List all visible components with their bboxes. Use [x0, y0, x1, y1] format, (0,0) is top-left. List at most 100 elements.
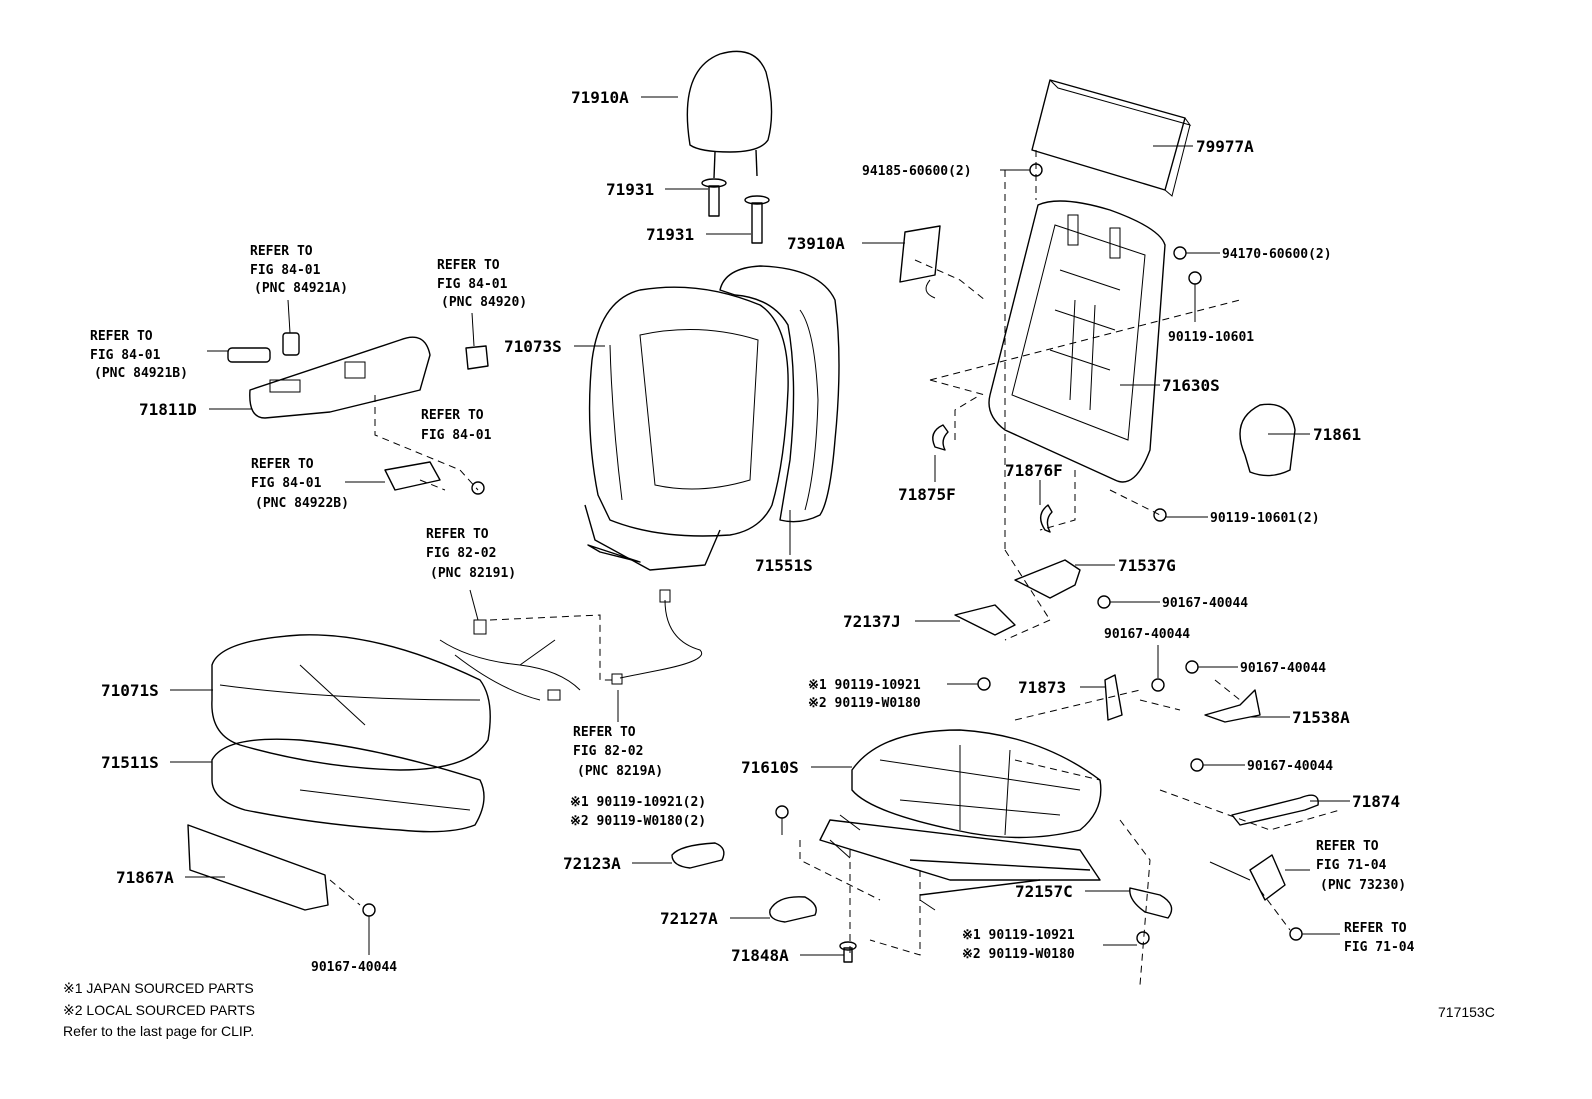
label-71511S: 71511S: [101, 753, 159, 772]
lever-71874-drawing: [1231, 794, 1319, 826]
refer-73230: REFER TO FIG 71-04 (PNC 73230): [1316, 839, 1406, 893]
label-71537G: 71537G: [1118, 556, 1176, 575]
refer-pnc: (PNC 84920): [441, 295, 527, 310]
part-labels: 71910A 71931 71931 79977A 94185-60600(2)…: [101, 88, 1400, 975]
refer-fig: FIG 84-01: [250, 263, 321, 278]
assembly-dashed-lines: [329, 150, 1341, 986]
bracket-71873-drawing: [1104, 674, 1123, 721]
label-marked-2c: ※2 90119-W0180: [962, 947, 1075, 962]
refer-text: REFER TO: [1316, 839, 1379, 854]
label-90167-40044-c: 90167-40044: [1240, 661, 1326, 676]
footnote-japan: ※1 JAPAN SOURCED PARTS: [63, 980, 254, 996]
label-72157C: 72157C: [1015, 882, 1073, 901]
refer-text: REFER TO: [1344, 921, 1407, 936]
bracket-72137J-drawing: [954, 604, 1016, 636]
leader-lines: [170, 96, 1350, 956]
refer-pnc: (PNC 84921A): [254, 281, 348, 296]
refer-84922B: REFER TO FIG 84-01 (PNC 84922B): [251, 457, 349, 511]
refer-pnc: (PNC 82191): [430, 566, 516, 581]
refer-fig: FIG 82-02: [573, 744, 643, 759]
seat-track-drawing: [819, 814, 1101, 911]
footnote-local: ※2 LOCAL SOURCED PARTS: [63, 1002, 255, 1018]
wire-harness-8219A-drawing: [611, 589, 703, 685]
label-71861: 71861: [1313, 425, 1361, 444]
seatback-pad-drawing: [719, 265, 840, 523]
refer-8219A: REFER TO FIG 82-02 (PNC 8219A): [573, 725, 663, 779]
label-71538A: 71538A: [1292, 708, 1350, 727]
label-94170-60600: 94170-60600(2): [1222, 247, 1332, 262]
label-79977A: 79977A: [1196, 137, 1254, 156]
refer-text: REFER TO: [250, 244, 313, 259]
label-71867A: 71867A: [116, 868, 174, 887]
recliner-cover-drawing: [1239, 403, 1296, 477]
refer-pnc: (PNC 84922B): [255, 496, 349, 511]
label-71073S: 71073S: [504, 337, 562, 356]
refer-text: REFER TO: [90, 329, 153, 344]
refer-84921A: REFER TO FIG 84-01 (PNC 84921A): [250, 244, 348, 296]
label-90167-40044-b: 90167-40044: [1104, 627, 1190, 642]
label-marked-2a: ※2 90119-W0180: [808, 696, 921, 711]
refer-fig: FIG 71-04: [1344, 940, 1415, 955]
label-71873: 71873: [1018, 678, 1066, 697]
cover-72127A-drawing: [769, 896, 817, 923]
pin-71848A-drawing: [839, 941, 857, 963]
label-71910A: 71910A: [571, 88, 629, 107]
switch-small-drawing: [282, 332, 300, 356]
label-90119-10601-2: 90119-10601(2): [1210, 511, 1320, 526]
headrest-guide-drawing: [701, 178, 770, 244]
side-airbag-drawing: [899, 225, 941, 299]
label-73910A: 73910A: [787, 234, 845, 253]
headrest-drawing: [686, 50, 773, 179]
switch-knob-drawing: [227, 347, 271, 363]
footnotes: ※1 JAPAN SOURCED PARTS ※2 LOCAL SOURCED …: [63, 980, 255, 1039]
refer-fig: FIG 84-01: [90, 348, 161, 363]
wire-harness-82191-drawing: [439, 619, 581, 701]
seatback-board-drawing: [1031, 79, 1192, 197]
refer-84920: REFER TO FIG 84-01 (PNC 84920): [437, 258, 527, 310]
label-71875F: 71875F: [898, 485, 956, 504]
refer-text: REFER TO: [573, 725, 636, 740]
refer-text: REFER TO: [426, 527, 489, 542]
label-71610S: 71610S: [741, 758, 799, 777]
bracket-71537G-drawing: [1014, 559, 1081, 599]
refer-71-04: REFER TO FIG 71-04: [1344, 921, 1415, 955]
cushion-pad-drawing: [211, 738, 485, 833]
refer-84921B: REFER TO FIG 84-01 (PNC 84921B): [90, 329, 188, 381]
label-71630S: 71630S: [1162, 376, 1220, 395]
seatback-cover-drawing: [584, 286, 789, 571]
label-71848A: 71848A: [731, 946, 789, 965]
cover-72123A-drawing: [671, 842, 725, 869]
refer-text: REFER TO: [437, 258, 500, 273]
side-shield-drawing: [249, 336, 431, 419]
refer-84-01: REFER TO FIG 84-01: [421, 408, 492, 443]
label-72137J: 72137J: [843, 612, 901, 631]
refer-fig: FIG 84-01: [251, 476, 322, 491]
refer-82191: REFER TO FIG 82-02 (PNC 82191): [426, 527, 516, 581]
clip-71875F-drawing: [932, 424, 949, 451]
refer-pnc: (PNC 8219A): [577, 764, 663, 779]
label-72127A: 72127A: [660, 909, 718, 928]
label-marked-2b: ※2 90119-W0180(2): [570, 814, 706, 829]
label-marked-1b: ※1 90119-10921(2): [570, 795, 706, 810]
refer-fig: FIG 71-04: [1316, 858, 1387, 873]
label-90167-40044-e: 90167-40044: [311, 960, 397, 975]
refer-fig: FIG 84-01: [437, 277, 508, 292]
bracket-71538A-drawing: [1204, 689, 1261, 723]
refer-fig: FIG 84-01: [421, 428, 492, 443]
label-71931-lower: 71931: [646, 225, 694, 244]
switch-84922B-drawing: [384, 461, 441, 491]
belt-buckle-drawing: [1209, 854, 1286, 901]
marked-part-labels: ※1 90119-10921 ※2 90119-W0180 ※1 90119-1…: [570, 678, 1075, 962]
refer-pnc: (PNC 84921B): [94, 366, 188, 381]
clip-71876F-drawing: [1040, 504, 1053, 533]
label-71071S: 71071S: [101, 681, 159, 700]
label-90167-40044-d: 90167-40044: [1247, 759, 1333, 774]
label-72123A: 72123A: [563, 854, 621, 873]
refer-pnc: (PNC 73230): [1320, 878, 1406, 893]
refer-text: REFER TO: [251, 457, 314, 472]
front-panel-drawing: [187, 824, 329, 911]
label-71874: 71874: [1352, 792, 1400, 811]
label-71811D: 71811D: [139, 400, 197, 419]
figure-id: 717153C: [1438, 1004, 1495, 1020]
